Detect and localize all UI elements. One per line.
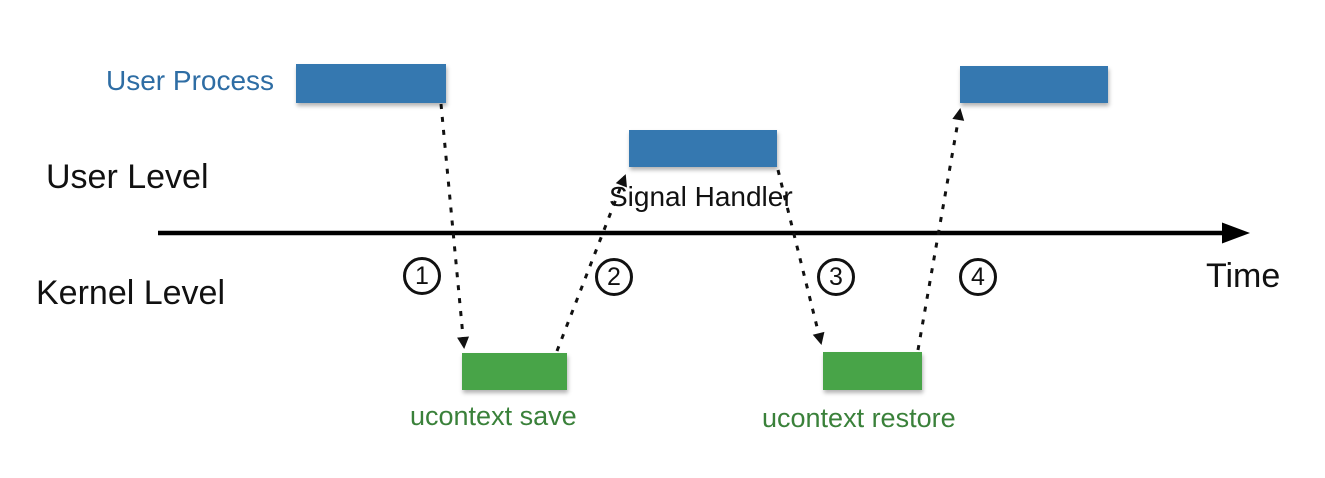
- kernel-level-label: Kernel Level: [36, 274, 226, 312]
- step-marker-4: 4: [959, 258, 997, 296]
- arrow-2-kernel-to-signal-handler: [555, 174, 627, 352]
- user-process-label: User Process: [106, 65, 275, 96]
- user-process-bar-1: [296, 64, 446, 103]
- ucontext-save-bar: [462, 353, 567, 390]
- user-level-label: User Level: [46, 158, 209, 196]
- step-marker-3: 3: [817, 258, 855, 296]
- ucontext-save-label: ucontext save: [410, 401, 577, 431]
- ucontext-restore-label: ucontext restore: [762, 403, 956, 433]
- arrow-4-kernel-to-user-process: [916, 108, 965, 351]
- step-number-1: 1: [415, 261, 429, 290]
- user-process-bar-2: [960, 66, 1108, 103]
- signal-handler-bar: [629, 130, 777, 167]
- time-axis-label: Time: [1206, 257, 1281, 295]
- step-number-2: 2: [607, 262, 621, 291]
- signal-handler-label: Signal Handler: [609, 181, 793, 212]
- step-marker-1: 1: [403, 257, 441, 295]
- step-number-3: 3: [829, 262, 843, 291]
- ucontext-restore-bar: [823, 352, 922, 390]
- step-number-4: 4: [971, 262, 985, 291]
- arrow-1-trap-into-kernel: [439, 103, 470, 349]
- arrow-3-handler-into-kernel: [776, 169, 825, 345]
- time-axis-arrowhead-icon: [1222, 222, 1250, 244]
- step-marker-2: 2: [595, 258, 633, 296]
